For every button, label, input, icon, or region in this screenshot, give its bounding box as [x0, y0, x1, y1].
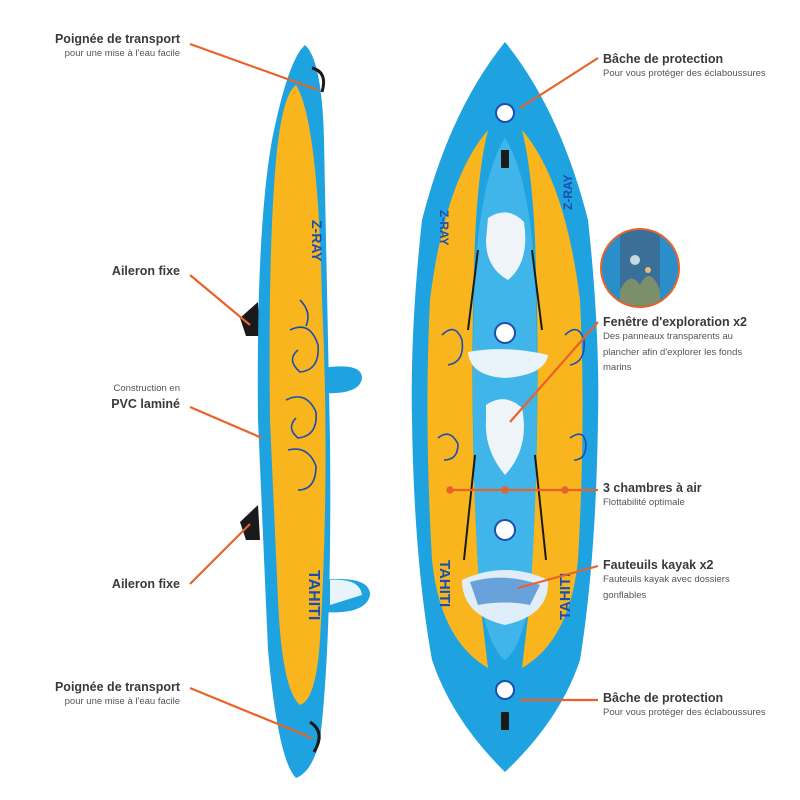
leader-window — [509, 321, 599, 423]
label-handle-top: Poignée de transport pour une mise à l'e… — [55, 32, 180, 62]
label-cover-bottom-title: Bâche de protection — [603, 691, 724, 705]
side-brand-text: Z-RAY — [309, 220, 325, 262]
label-fin-2: Aileron fixe — [112, 577, 180, 591]
top-seat-back-1 — [486, 212, 526, 280]
fin-top — [240, 302, 260, 336]
label-fin-2-title: Aileron fixe — [111, 577, 180, 591]
label-seats: Fauteuils kayak x2 Fauteuils kayak avec … — [603, 558, 753, 603]
stern-handle — [501, 712, 509, 730]
top-model-right: TAHITI — [557, 573, 574, 620]
top-brand-right: Z-RAY — [561, 174, 575, 210]
side-handle-bottom — [309, 720, 321, 753]
label-handle-top-title: Poignée de transport — [54, 32, 180, 46]
label-chambers: 3 chambres à air Flottabilité optimale — [603, 481, 793, 511]
leader-cover-top — [519, 57, 599, 109]
label-window-title: Fenêtre d'exploration x2 — [603, 315, 747, 329]
label-fin-1-title: Aileron fixe — [111, 264, 180, 278]
label-cover-bottom: Bâche de protection Pour vous protéger d… — [603, 691, 795, 721]
label-chambers-sub: Flottabilité optimale — [603, 497, 685, 508]
label-fin-1: Aileron fixe — [112, 264, 180, 278]
leader-pvc — [189, 405, 263, 440]
leader-fin-2 — [189, 523, 251, 585]
label-cover-top-title: Bâche de protection — [603, 52, 724, 66]
top-tube-right — [522, 130, 583, 668]
top-seat-cushion-1 — [468, 349, 548, 378]
label-handle-bottom: Poignée de transport pour une mise à l'e… — [55, 680, 180, 710]
label-window: Fenêtre d'exploration x2 Des panneaux tr… — [603, 315, 771, 376]
logo-icon-bow — [495, 103, 515, 123]
leader-handle-bottom — [189, 686, 313, 740]
side-seat-1 — [322, 366, 362, 394]
side-tube — [269, 85, 326, 705]
logo-icon-low — [494, 519, 516, 541]
label-handle-top-sub: pour une mise à l'eau facile — [64, 48, 180, 59]
label-handle-bottom-title: Poignée de transport — [54, 680, 180, 694]
kayak-top-view: Z-RAY Z-RAY TAHITI TAHITI — [411, 42, 599, 772]
label-chambers-title: 3 chambres à air — [603, 481, 702, 495]
label-handle-bottom-sub: pour une mise à l'eau facile — [64, 696, 180, 707]
side-model-text: TAHITI — [305, 570, 322, 620]
top-floor — [472, 138, 538, 660]
bow-handle — [501, 150, 509, 168]
top-tube-left — [427, 130, 488, 668]
top-model-left: TAHITI — [436, 560, 453, 607]
logo-icon-stern — [495, 680, 515, 700]
logo-icon-mid — [494, 322, 516, 344]
exploration-window-zoom — [600, 228, 680, 308]
leader-fin-1 — [189, 274, 251, 326]
label-pvc-title: PVC laminé — [111, 396, 180, 411]
label-pvc-pre: Construction en — [113, 383, 180, 394]
leader-seats — [517, 564, 599, 590]
label-cover-top: Bâche de protection Pour vous protéger d… — [603, 52, 793, 82]
leader-lines — [189, 42, 599, 740]
label-cover-bottom-sub: Pour vous protéger des éclaboussures — [603, 707, 766, 718]
label-seats-sub: Fauteuils kayak avec dossiers gonflables — [603, 574, 730, 601]
kayak-side-view: Z-RAY TAHITI — [240, 45, 370, 778]
top-brand-left: Z-RAY — [437, 210, 451, 246]
label-seats-title: Fauteuils kayak x2 — [603, 558, 714, 572]
fin-bottom — [240, 505, 260, 540]
label-cover-top-sub: Pour vous protéger des éclaboussures — [603, 68, 766, 79]
leader-handle-top — [189, 42, 319, 92]
label-pvc: Construction en PVC laminé — [111, 381, 180, 411]
side-handle-top — [311, 66, 326, 93]
label-window-sub: Des panneaux transparents au plancher af… — [603, 331, 743, 374]
